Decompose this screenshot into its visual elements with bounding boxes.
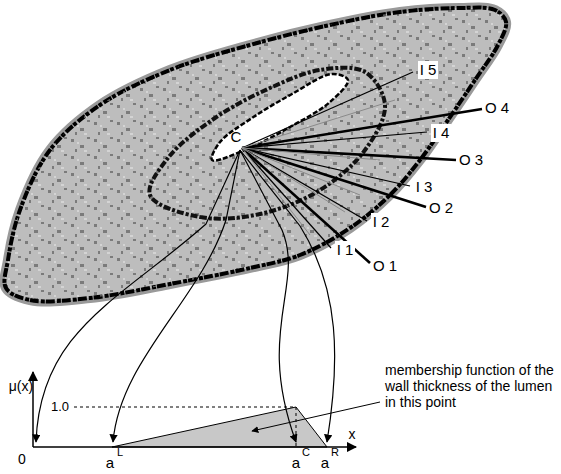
inner-point-label: I 3 [414,178,435,195]
wall-texture [4,8,506,302]
membership-triangle [112,407,327,447]
outer-point-label: O 2 [427,199,455,216]
ray-line [242,109,482,148]
annotation-arrow [252,402,380,431]
superscript: L [117,446,123,459]
ray-line [242,148,426,207]
leader-arrows [36,150,335,442]
leader-arrow [36,150,240,442]
ray-line [242,148,331,248]
ray-line [242,72,413,148]
leader-arrow [113,150,240,442]
inner-point-label: I 5 [418,61,439,78]
axis-symbol: a [106,454,114,471]
axis-label: μ(x) [9,378,33,394]
axis-label: x [349,426,356,442]
leader-arrow [240,150,296,442]
outer-halo [4,8,506,302]
ray-line [242,148,367,221]
ray-line [242,132,427,148]
axis-symbol: a [292,454,300,471]
leader-arrow [240,150,335,442]
ray-line [242,148,310,235]
outer-point-label: O 1 [371,257,399,274]
ray-line [242,148,345,212]
inner-point-label: I 2 [371,213,392,230]
outer-wall [4,8,506,302]
ray-line [242,148,370,263]
inner-point-label: I 1 [335,241,356,258]
ray-line [242,148,380,160]
inner-point-label: I 4 [431,124,452,141]
outer-point-label: O 3 [457,151,485,168]
tick-label: 0 [18,451,26,467]
tick-label: 1.0 [51,400,69,415]
superscript: C [302,446,310,459]
annotation-text: membership function of the wall thicknes… [385,362,557,410]
artery-cross-section [4,8,506,302]
lumen [212,74,349,161]
ray-line [242,100,395,148]
outer-point-label: O 4 [483,99,511,116]
superscript: R [331,446,339,459]
ray-lines [242,72,482,263]
level-line [74,407,296,408]
center-label: C [231,128,242,145]
axis-symbol: a [321,454,329,471]
